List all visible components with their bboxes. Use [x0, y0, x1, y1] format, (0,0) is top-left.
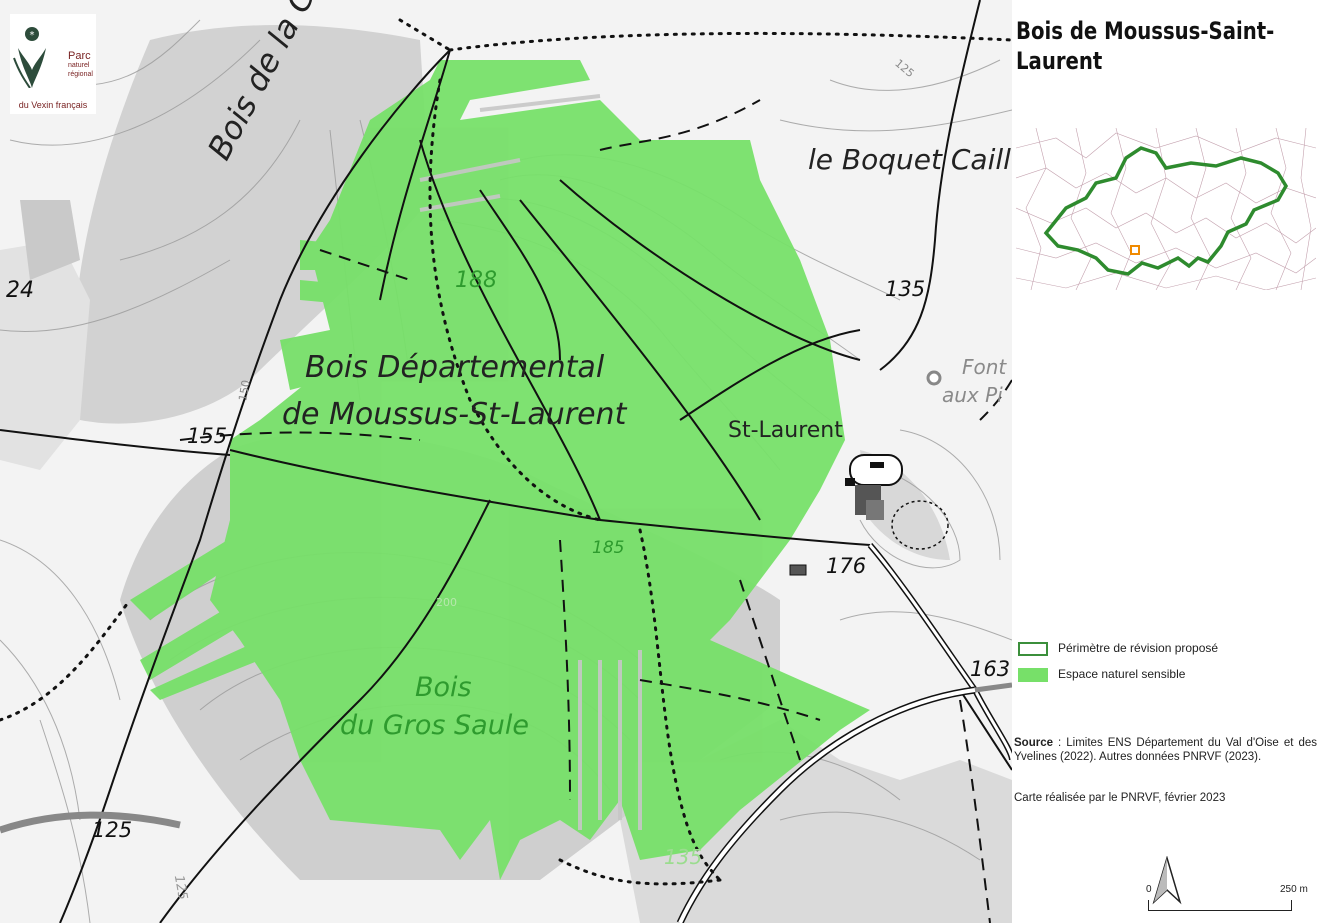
elevation-188: 188 [455, 268, 497, 293]
info-panel: Bois de Moussus-Saint-Laurent Périmètre … [1012, 0, 1319, 923]
label-fontaine-1: Font [962, 355, 1007, 379]
label-moussus: de Moussus-St-Laurent [282, 397, 626, 432]
scale-end: 250 m [1280, 884, 1308, 895]
park-logo-parc: Parc [68, 50, 91, 62]
location-overview-map [1016, 128, 1316, 290]
map-credit: Carte réalisée par le PNRVF, février 202… [1014, 792, 1226, 804]
park-logo-naturel: naturel [68, 62, 90, 69]
label-boquet: le Boquet Caill [808, 143, 1011, 176]
legend-label-ens: Espace naturel sensible [1058, 667, 1186, 681]
elevation-155: 155 [187, 424, 228, 448]
legend-swatch-fill [1018, 668, 1048, 682]
legend-swatch-outline [1018, 642, 1048, 656]
elevation-163: 163 [970, 657, 1011, 681]
elevation-135-south: 135 [664, 845, 703, 869]
contour-200: 200 [436, 596, 457, 609]
park-logo: * Parc naturel régional du Vexin françai… [10, 14, 96, 114]
map-title: Bois de Moussus-Saint-Laurent [1016, 17, 1275, 75]
site-location-marker [1130, 245, 1140, 255]
label-bois-dep-line1: Bois Départemental [305, 350, 605, 385]
elevation-185: 185 [592, 538, 625, 558]
scale-line [1148, 900, 1292, 911]
elevation-125: 125 [92, 818, 133, 842]
label-fontaine-2: aux Pi [942, 383, 1003, 407]
label-st-laurent: St-Laurent [728, 418, 843, 443]
source-note: Source : Limites ENS Département du Val … [1014, 736, 1317, 764]
source-heading: Source [1014, 737, 1053, 749]
road-number-24: 24 [6, 278, 34, 303]
north-arrow-icon [1152, 856, 1182, 905]
park-logo-region: du Vexin français [18, 100, 88, 110]
scale-bar: 0 250 m [1144, 884, 1314, 920]
scale-start: 0 [1146, 884, 1152, 895]
svg-text:*: * [30, 30, 35, 41]
elevation-176: 176 [826, 554, 867, 578]
legend-label-perimeter: Périmètre de révision proposé [1058, 641, 1219, 655]
park-logo-text: Parc naturel régional [68, 50, 93, 79]
label-bois-departemental: Bois Départemental [305, 350, 604, 385]
park-perimeter-outline [1043, 146, 1289, 276]
label-gros-saule: du Gros Saule [340, 710, 529, 741]
source-text: : Limites ENS Département du Val d'Oise … [1014, 737, 1317, 763]
park-logo-regional: régional [68, 71, 93, 78]
label-bois: Bois [415, 672, 472, 703]
park-logo-icon: * [13, 27, 46, 88]
map-drawing [0, 0, 1012, 923]
map-canvas[interactable]: Bois de la Glissière Bois Départemental … [0, 0, 1012, 923]
elevation-135-east: 135 [885, 277, 926, 301]
label-bois-dep-line2: de Moussus-St-Laurent [282, 397, 627, 432]
